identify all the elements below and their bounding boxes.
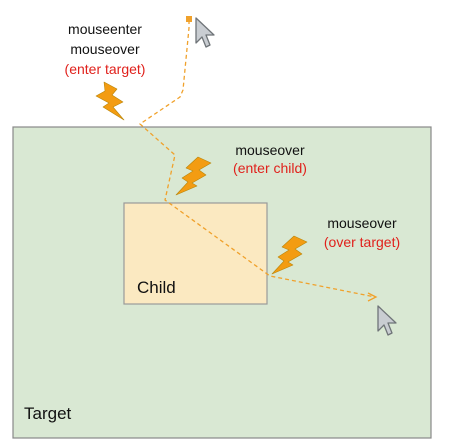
lightning-bolt-icon (271, 235, 308, 275)
event-label-over-line1: mouseover (327, 215, 397, 231)
event-note-over: (over target) (323, 234, 401, 250)
cursor-icon (377, 305, 397, 336)
path-start-marker (186, 16, 192, 22)
mouse-path (138, 20, 376, 298)
event-label-enter-line2: mouseover (70, 41, 140, 57)
cursor-icon (195, 17, 215, 48)
event-note-child: (enter child) (233, 160, 307, 176)
child-box (123, 202, 268, 305)
event-label-enter-line1: mouseenter (68, 21, 142, 37)
event-note-enter: (enter target) (64, 61, 146, 77)
child-label: Child (137, 278, 176, 297)
path-arrowhead (367, 292, 378, 302)
event-label-child-line1: mouseover (235, 142, 305, 158)
lightning-bolt-icon (95, 81, 125, 121)
lightning-bolt-icon (175, 156, 212, 196)
target-label: Target (24, 404, 72, 423)
